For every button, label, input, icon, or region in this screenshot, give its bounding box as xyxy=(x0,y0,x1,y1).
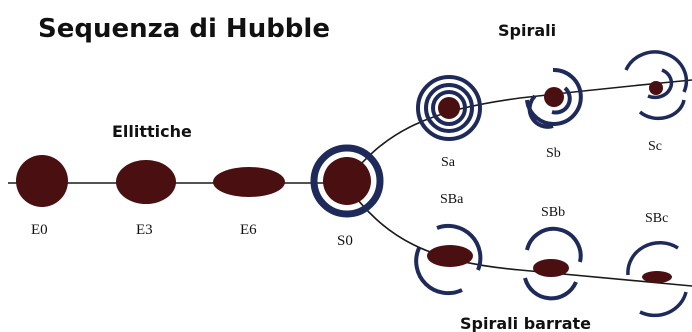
label-s0: S0 xyxy=(337,233,353,249)
label-sbb: SBb xyxy=(541,205,565,220)
galaxy-s0 xyxy=(310,144,384,218)
galaxy-sbb xyxy=(523,226,583,301)
label-e6: E6 xyxy=(240,222,257,238)
label-sba: SBa xyxy=(440,192,464,207)
galaxy-e6 xyxy=(213,167,285,197)
elliptical-galaxies xyxy=(16,155,285,207)
galaxy-e3 xyxy=(116,160,176,204)
label-sb: Sb xyxy=(546,146,561,161)
spiral-branch-line xyxy=(344,79,692,184)
label-ellittiche: Ellittiche xyxy=(112,122,192,141)
label-sbc: SBc xyxy=(645,211,668,226)
diagram-title: Sequenza di Hubble xyxy=(38,14,330,44)
label-spirali-barrate: Spirali barrate xyxy=(460,314,591,332)
label-spirali: Spirali xyxy=(498,21,556,40)
label-sa: Sa xyxy=(441,155,456,170)
galaxy-sbc xyxy=(626,241,688,318)
galaxy-e0 xyxy=(16,155,68,207)
label-sc: Sc xyxy=(648,139,662,154)
galaxy-sb xyxy=(525,67,583,129)
galaxy-sa xyxy=(416,75,482,141)
label-e0: E0 xyxy=(31,222,48,238)
galaxy-sba xyxy=(414,223,483,296)
label-e3: E3 xyxy=(136,222,153,238)
barred-branch-line xyxy=(344,182,692,287)
galaxy-sc xyxy=(624,50,689,121)
